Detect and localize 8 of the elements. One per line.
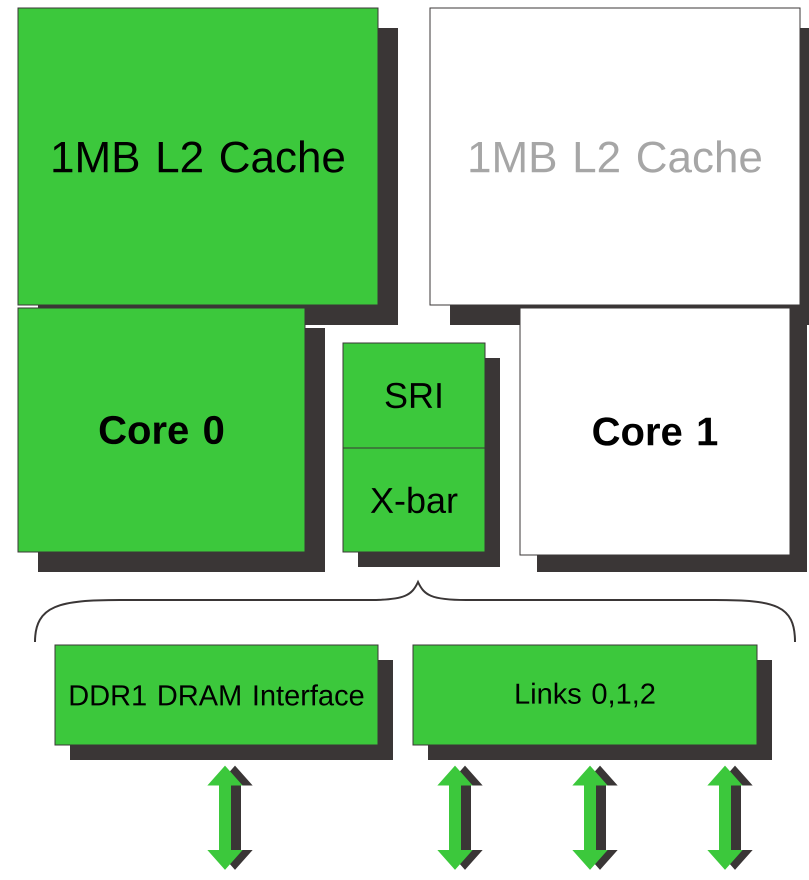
crossbar-block: X-bar	[342, 448, 486, 552]
interface-block: DDR1 DRAM Interface	[54, 644, 393, 760]
node-label: Core 0	[100, 416, 224, 444]
core-block: Core 1	[520, 308, 807, 572]
cache-block: 1MB L2 Cache	[430, 8, 809, 325]
interface-block: Links 0,1,2	[412, 644, 772, 760]
cache-block: 1MB L2 Cache	[18, 8, 398, 325]
core-block: Core 0	[18, 308, 325, 572]
